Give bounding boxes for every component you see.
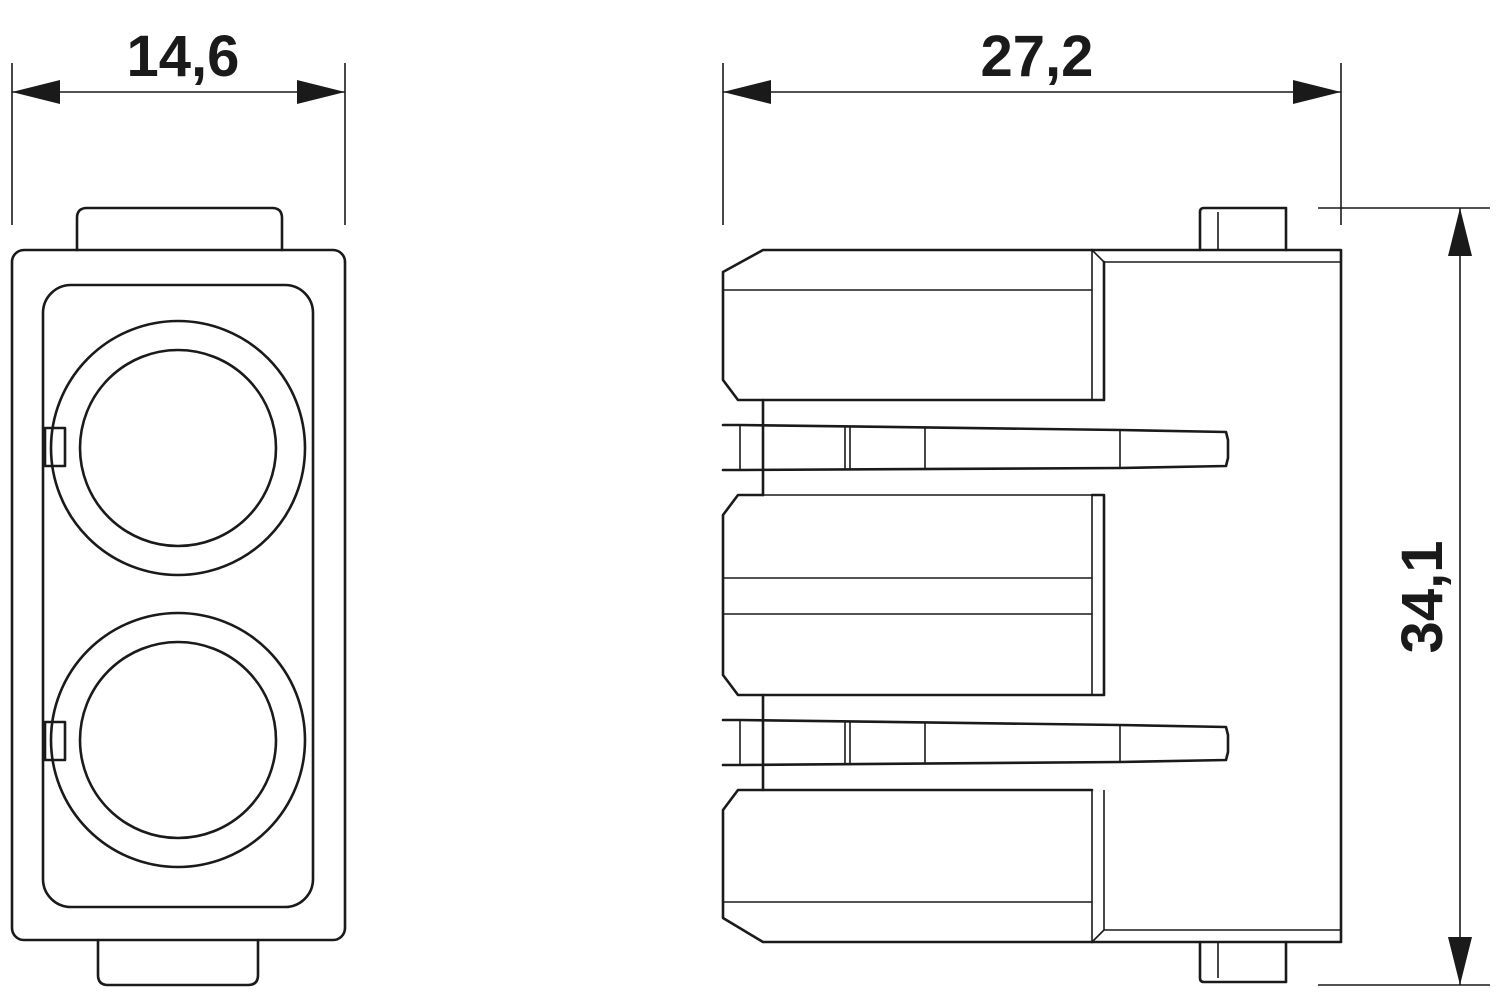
front-inner-frame [41,283,315,909]
dimension-label-height: 34,1 [1390,541,1455,654]
side-housing [1090,248,1343,944]
side-bottom-segment [721,788,1094,944]
lower-contact-key [43,720,67,762]
arrowhead-right [297,80,345,104]
lower-contact-pin [721,693,1230,792]
arrowhead-left [723,80,771,104]
lower-contact-outer-ring [49,611,307,869]
lower-contact-inner-ring [78,640,278,840]
upper-contact-inner-ring [78,348,278,548]
arrowhead-bottom [1448,937,1472,985]
side-top-segment [721,248,1106,402]
dimension-height: 34,1 [1318,207,1490,986]
upper-contact-outer-ring [49,319,307,577]
dimension-side-length: 27,2 [722,24,1342,225]
side-view [721,206,1343,984]
front-top-latch [75,206,284,252]
upper-contact-pin [721,398,1230,497]
dimension-label-side-length: 27,2 [981,24,1094,89]
side-bottom-latch [1198,940,1288,984]
arrowhead-right [1293,80,1341,104]
front-view [10,206,347,987]
front-outer-body [10,248,347,942]
dimension-label-front-width: 14,6 [127,24,240,89]
side-middle-segment [721,493,1106,697]
front-bottom-latch [96,938,260,987]
arrowhead-left [12,80,60,104]
upper-contact-key [43,426,67,468]
dimension-front-width: 14,6 [11,24,346,225]
arrowhead-top [1448,208,1472,256]
side-top-latch [1198,206,1288,252]
